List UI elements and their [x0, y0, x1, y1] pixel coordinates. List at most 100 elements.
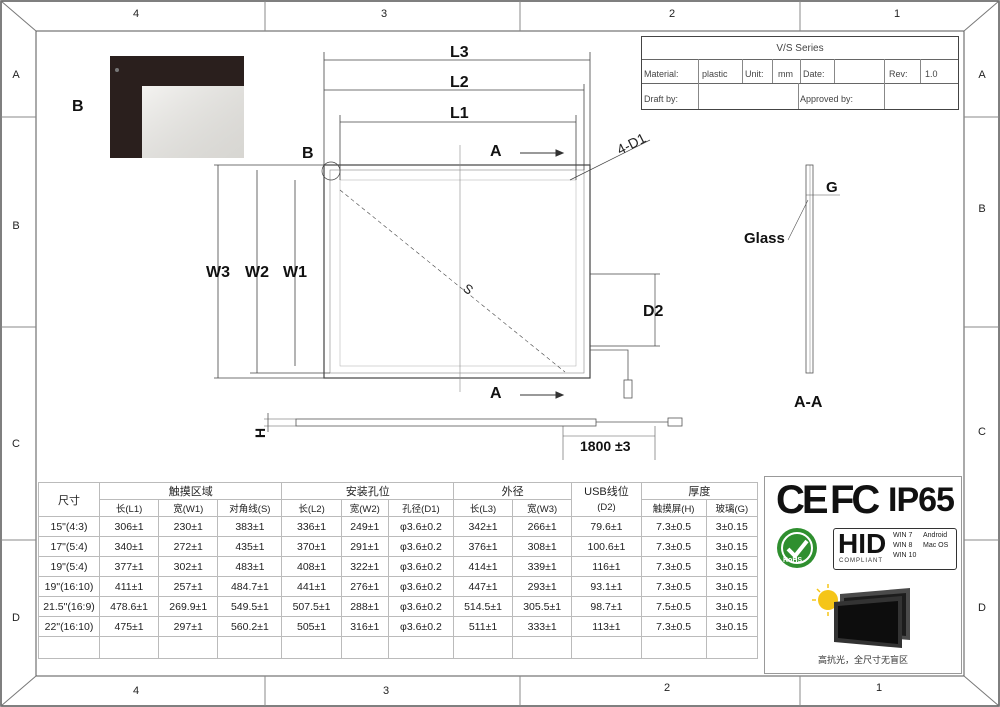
table-cell: 383±1 [217, 516, 283, 537]
table-cell: 266±1 [512, 516, 573, 537]
os-list-right: Android Mac OS [923, 531, 948, 551]
date-label: Date: [803, 69, 825, 79]
zone-left-a: A [12, 69, 20, 81]
table-cell: 291±1 [340, 536, 389, 557]
table-cell: 113±1 [571, 616, 642, 637]
hid-badge [833, 528, 957, 570]
zone-right-d: D [978, 602, 986, 614]
table-cell: 7.3±0.5 [640, 536, 707, 557]
rohs-badge [777, 528, 817, 568]
table-cell: 3±0.15 [705, 616, 759, 637]
os-android: Android [923, 532, 948, 539]
table-cell: 414±1 [452, 556, 514, 577]
sub-g: 玻璃(G) [705, 499, 759, 517]
approved-by-label: Approved by: [800, 94, 854, 104]
table-cell: φ3.6±0.2 [387, 596, 454, 617]
rohs-text: RoHS [783, 557, 803, 564]
zone-top-2: 2 [668, 8, 676, 20]
sub-h: 触摸屏(H) [640, 499, 707, 517]
table-cell: 408±1 [281, 556, 342, 577]
usb-cable [590, 349, 633, 399]
zone-right-b: B [978, 203, 986, 215]
draft-by-label: Draft by: [644, 94, 679, 104]
dim-h-label: H [252, 428, 268, 438]
dim-w2-label: W2 [245, 264, 269, 281]
table-cell: 316±1 [340, 616, 389, 637]
zone-top-4: 4 [132, 8, 140, 20]
table-cell: φ3.6±0.2 [387, 576, 454, 597]
header-usb: USB线位 [571, 482, 642, 500]
ip65-logo: IP65 [888, 481, 955, 519]
table-cell: 447±1 [452, 576, 514, 597]
table-cell: 7.3±0.5 [640, 556, 707, 577]
table-cell: 19"(16:10) [38, 576, 100, 597]
header-mount-holes: 安装孔位 [281, 482, 454, 500]
table-cell: 19"(5:4) [38, 556, 100, 577]
table-cell: 3±0.15 [705, 536, 759, 557]
sub-l3: 长(L3) [452, 499, 514, 517]
section-aa-label: A-A [794, 394, 823, 411]
sub-l1: 长(L1) [98, 499, 160, 517]
dim-w1-label: W1 [283, 264, 307, 281]
table-cell: 560.2±1 [217, 616, 283, 637]
sun-icon [818, 590, 838, 610]
cert-panel [764, 476, 962, 674]
rev-value: 1.0 [925, 69, 938, 79]
rev-label: Rev: [889, 69, 908, 79]
os-win8: WIN 8 [893, 542, 913, 549]
table-cell: 478.6±1 [98, 596, 160, 617]
table-cell: 21.5"(16:9) [38, 596, 100, 617]
table-cell: 22"(16:10) [38, 616, 100, 637]
ce-logo: CE [776, 478, 829, 522]
unit-value: mm [778, 69, 793, 79]
dim-lines-horizontal [323, 52, 591, 180]
table-cell: 7.5±0.5 [640, 596, 707, 617]
sub-l2: 长(L2) [281, 499, 342, 517]
table-cell: 93.1±1 [571, 576, 642, 597]
detail-b-label: B [72, 98, 84, 115]
zone-left-d: D [12, 612, 20, 624]
table-cell: 308±1 [512, 536, 573, 557]
table-cell: 305.5±1 [512, 596, 573, 617]
table-cell: 7.3±0.5 [640, 576, 707, 597]
zone-left-b: B [12, 220, 20, 232]
dim-l3-label: L3 [450, 44, 469, 61]
dim-g-label: G [826, 179, 838, 196]
table-cell: 549.5±1 [217, 596, 283, 617]
table-cell: 514.5±1 [452, 596, 514, 617]
table-cell: φ3.6±0.2 [387, 556, 454, 577]
os-list-left: WIN 7 WIN 8 WIN 10 [893, 531, 916, 561]
table-cell: 306±1 [98, 516, 160, 537]
table-cell: φ3.6±0.2 [387, 516, 454, 537]
zone-bottom-4: 4 [132, 685, 140, 697]
os-macos: Mac OS [923, 542, 949, 549]
table-cell: 483±1 [217, 556, 283, 577]
zone-bottom-1: 1 [875, 682, 883, 694]
material-label: Material: [644, 69, 679, 79]
table-subheader-row: 长(L1) 宽(W1) 对角线(S) 长(L2) 宽(W2) 孔径(D1) 长(… [39, 499, 759, 517]
table-cell: 272±1 [158, 536, 219, 557]
section-a-top-label: A [490, 143, 502, 160]
checkmark-icon [781, 532, 813, 564]
title-block: V/S Series Material: plastic Unit: mm Da… [641, 36, 959, 110]
zone-left-c: C [12, 438, 20, 450]
fc-logo: FC [830, 478, 880, 522]
table-cell: 484.7±1 [217, 576, 283, 597]
table-cell: 342±1 [452, 516, 514, 537]
header-thickness: 厚度 [640, 482, 759, 500]
table-cell: 339±1 [512, 556, 573, 577]
zone-bottom-3: 3 [382, 685, 390, 697]
dim-lines-vertical [214, 164, 330, 379]
table-cell: 411±1 [98, 576, 160, 597]
zone-right-c: C [978, 426, 986, 438]
zone-right-a: A [978, 69, 986, 81]
d2-dimension [590, 273, 660, 347]
hole-4d1-label: 4-D1 [614, 130, 648, 158]
